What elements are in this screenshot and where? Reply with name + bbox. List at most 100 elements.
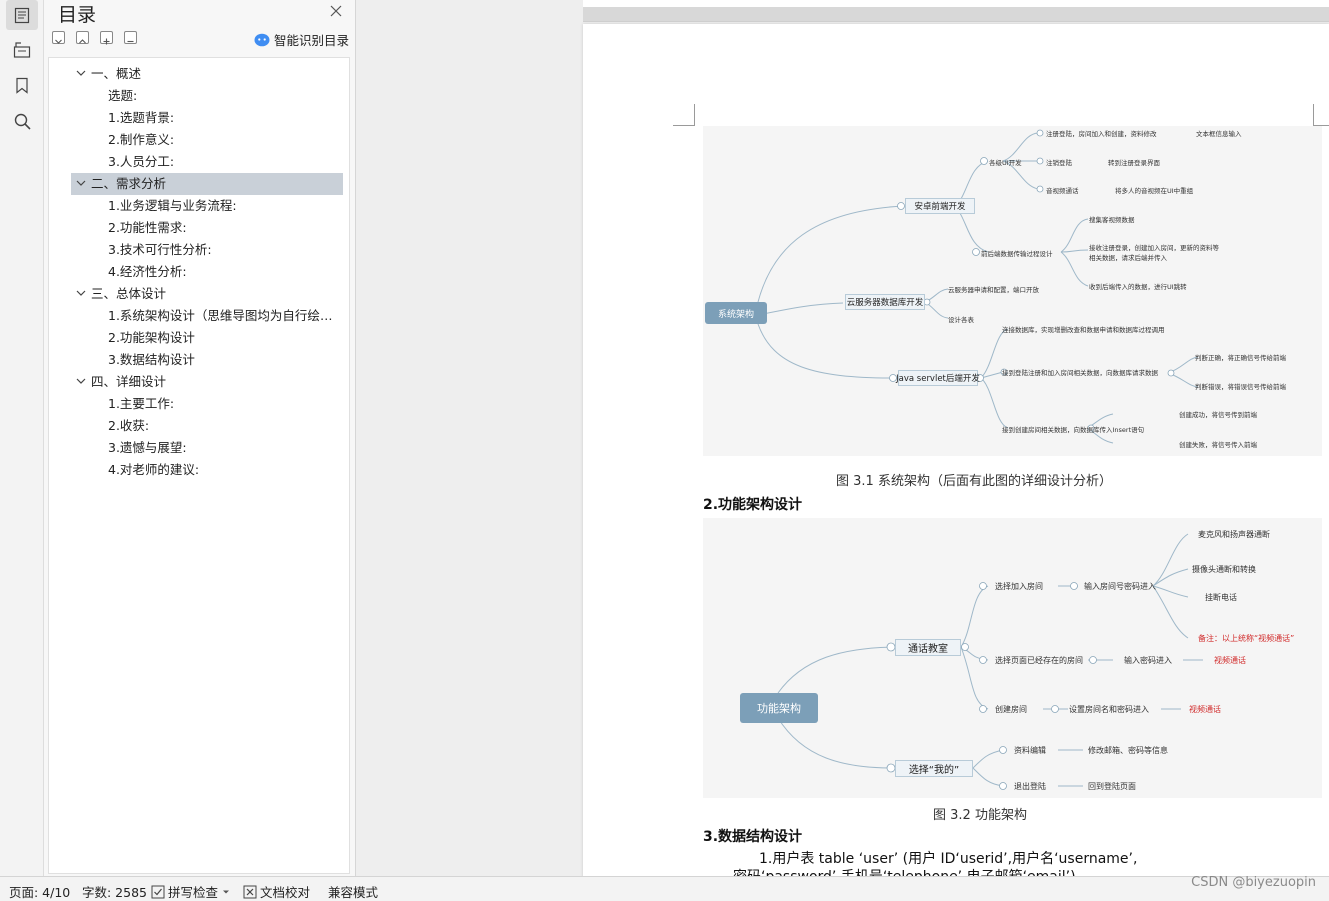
word-count[interactable]: 字数: 2585	[82, 885, 147, 900]
outline-item[interactable]: 四、详细设计	[71, 371, 343, 393]
outline-item[interactable]: 1.业务逻辑与业务流程:	[108, 198, 237, 213]
chevron-down-icon[interactable]	[75, 287, 87, 299]
mindmap-label: 前后端数据传输过程设计	[981, 250, 1053, 258]
mindmap-label: 输入房间号密码进入	[1084, 582, 1156, 591]
mindmap-label: 收到后端传入的数据，进行UI跳转	[1089, 283, 1187, 291]
mindmap-label: 文本框信息输入	[1196, 130, 1242, 138]
mindmap-root-node: 系统架构	[705, 302, 767, 324]
demote-level-button[interactable]	[124, 31, 137, 44]
outline-item[interactable]: 2.功能架构设计	[108, 330, 195, 345]
smart-toc-button[interactable]: 智能识别目录	[254, 30, 349, 49]
outline-item[interactable]: 1.选题背景:	[108, 110, 175, 125]
outline-item[interactable]: 4.经济性分析:	[108, 264, 187, 279]
outline-item[interactable]: 选题:	[108, 88, 138, 103]
collapse-all-button[interactable]	[76, 31, 89, 44]
mindmap-label: 创建失败，将信号传入前端	[1179, 441, 1257, 449]
section-heading: 3.数据结构设计	[703, 829, 803, 845]
mindmap-branch-node: Java servlet后端开发	[896, 370, 980, 386]
mindmap-label: 退出登陆	[1014, 782, 1046, 791]
chevron-up-icon	[79, 39, 86, 44]
figure-caption: 图 3.1 系统架构（后面有此图的详细设计分析）	[836, 474, 1112, 489]
search-icon	[14, 113, 31, 130]
mindmap-label: 判断正确，将正确信号传给前端	[1195, 354, 1286, 362]
chapter-tree-icon	[13, 41, 31, 58]
outline-item[interactable]: 三、总体设计	[71, 283, 343, 305]
outline-item[interactable]: 2.功能性需求:	[108, 220, 187, 235]
body-paragraph: 密码‘password’,手机号‘telephone’,电子邮箱‘email’)	[733, 866, 1076, 876]
outline-item[interactable]: 2.制作意义:	[108, 132, 175, 147]
mindmap-label: 回到登陆页面	[1088, 782, 1136, 791]
mindmap-label: 音视频通话	[1046, 187, 1079, 195]
outline-panel-button[interactable]	[6, 0, 38, 30]
outline-item[interactable]: 2.收获:	[108, 418, 150, 433]
section-heading: 2.功能架构设计	[703, 497, 803, 513]
doc-proofread-button[interactable]: 文档校对	[243, 882, 310, 901]
close-icon[interactable]	[328, 3, 344, 19]
outline-item[interactable]: 1.主要工作:	[108, 396, 175, 411]
document-outline-icon	[14, 7, 30, 23]
mindmap-label: 将多人的音视频在UI中重组	[1115, 187, 1194, 195]
function-architecture-mindmap: 功能架构 通话教室 选择“我的” 选择加入房间 选择页面已经存在的房间 创建房间…	[703, 518, 1322, 798]
mindmap-label: 接到创建房间相关数据，向数据库传入Insert语句	[1002, 426, 1145, 434]
minus-icon	[127, 40, 134, 43]
document-page[interactable]: 系统架构 安卓前端开发 云服务器数据库开发 Java servlet后端开发 各…	[583, 24, 1329, 876]
mindmap-label: 选择加入房间	[995, 582, 1043, 591]
mindmap-branch-node: 选择“我的”	[895, 760, 973, 777]
spell-check-button[interactable]: 拼写检查	[151, 882, 230, 901]
mindmap-label: 视频通话	[1214, 656, 1246, 665]
bookmark-panel-button[interactable]	[6, 70, 38, 100]
body-paragraph: 1.用户表 table ‘user’ (用户 ID‘userid’,用户名‘us…	[759, 851, 1138, 867]
promote-level-button[interactable]	[100, 31, 113, 45]
outline-item[interactable]: 3.技术可行性分析:	[108, 242, 212, 257]
mindmap-note: 备注：以上统称“视频通话”	[1198, 634, 1295, 643]
outline-item-selected[interactable]: 二、需求分析	[71, 173, 343, 195]
chevron-down-icon[interactable]	[75, 177, 87, 189]
mindmap-label: 各级UI开发	[989, 159, 1022, 167]
chevron-down-icon	[223, 890, 230, 893]
search-panel-button[interactable]	[6, 106, 38, 136]
outline-item[interactable]: 1.系统架构设计（思维导图均为自行绘制，仅供参考）	[108, 308, 343, 323]
expand-all-button[interactable]	[52, 31, 65, 44]
outline-item[interactable]: 一、概述	[71, 63, 343, 85]
mindmap-label: 设置房间名和密码进入	[1069, 705, 1149, 714]
chapter-nav-button[interactable]	[6, 34, 38, 64]
mindmap-root-node: 功能架构	[740, 693, 818, 723]
status-bar: 页面: 4/10 字数: 2585 拼写检查 文档校对 兼容模式	[0, 876, 1329, 901]
outline-panel: 目录 智能识别目录 一、概述 选题: 1.选题背景: 2.制作意义: 3.人员分…	[44, 0, 356, 876]
mindmap-label: 摄像头通断和转换	[1192, 565, 1256, 574]
mindmap-label: 搜集客视频数据	[1089, 216, 1135, 224]
mindmap-label: 视频通话	[1189, 705, 1221, 714]
crop-mark	[673, 104, 695, 126]
outline-item[interactable]: 3.遗憾与展望:	[108, 440, 187, 455]
chevron-down-icon[interactable]	[75, 375, 87, 387]
mindmap-label: 修改邮箱、密码等信息	[1088, 746, 1168, 755]
mindmap-label: 转到注册登录界面	[1108, 159, 1160, 167]
outline-item[interactable]: 3.人员分工:	[108, 154, 175, 169]
mindmap-label: 麦克风和扬声器通断	[1198, 530, 1270, 539]
mindmap-label: 接收注册登录，创建加入房间，更新的资料等	[1089, 244, 1219, 252]
crop-mark	[1313, 104, 1329, 126]
mindmap-label: 输入密码进入	[1124, 656, 1172, 665]
mindmap-label: 设计各表	[948, 316, 974, 324]
outline-item[interactable]: 3.数据结构设计	[108, 352, 195, 367]
outline-item[interactable]: 4.对老师的建议:	[108, 462, 200, 477]
page-indicator[interactable]: 页面: 4/10	[9, 885, 71, 900]
outline-tree: 一、概述 选题: 1.选题背景: 2.制作意义: 3.人员分工: 二、需求分析 …	[48, 57, 350, 874]
proofread-icon	[243, 885, 257, 898]
chevron-down-icon[interactable]	[75, 67, 87, 79]
spellcheck-icon	[151, 885, 165, 898]
ai-assistant-icon	[254, 33, 270, 46]
system-architecture-mindmap: 系统架构 安卓前端开发 云服务器数据库开发 Java servlet后端开发 各…	[703, 126, 1322, 456]
previous-page-bottom	[583, 0, 1329, 22]
outline-title: 目录	[58, 4, 97, 26]
mindmap-label: 判断错误，将错误信号传给前端	[1195, 383, 1286, 391]
plus-icon	[103, 38, 110, 45]
mindmap-label: 连接数据库，实现增删改查和数据申请和数据库过程调用	[1002, 326, 1165, 334]
smart-toc-label: 智能识别目录	[274, 33, 350, 48]
mindmap-label: 云服务器申请和配置，端口开放	[948, 286, 1039, 294]
mindmap-label: 创建房间	[995, 705, 1027, 714]
document-canvas[interactable]: 系统架构 安卓前端开发 云服务器数据库开发 Java servlet后端开发 各…	[357, 0, 1329, 876]
mindmap-branch-node: 通话教室	[895, 639, 961, 656]
mindmap-branch-node: 安卓前端开发	[905, 198, 975, 214]
compat-mode-indicator: 兼容模式	[328, 885, 379, 900]
